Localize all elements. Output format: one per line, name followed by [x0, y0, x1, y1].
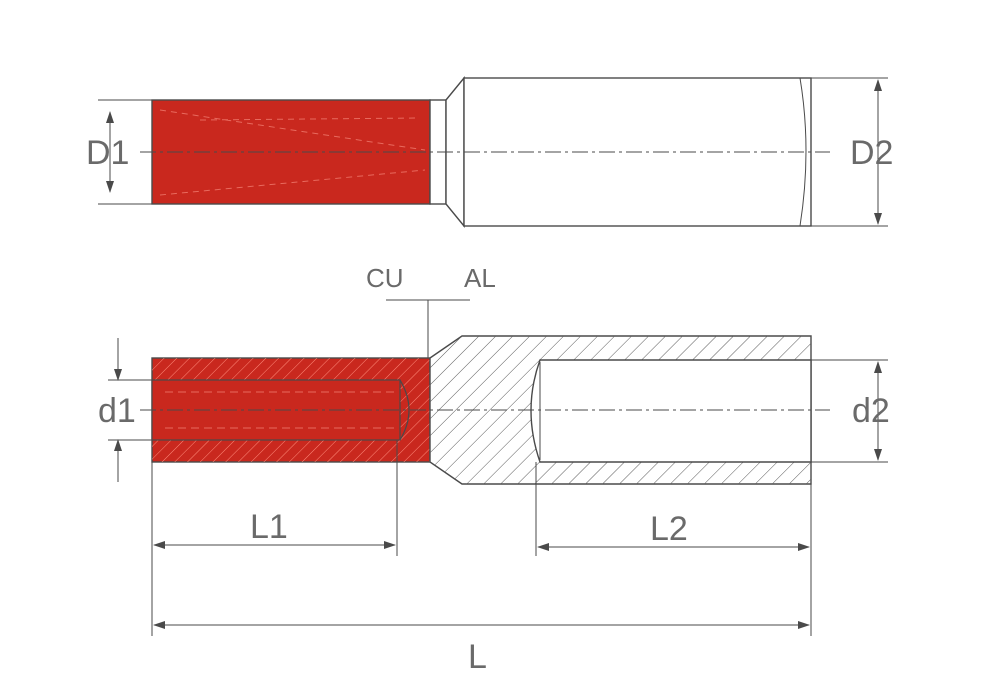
section-view: CU AL d1 d2 L1	[98, 263, 890, 676]
label-L1: L1	[250, 508, 288, 546]
label-D1: D1	[86, 134, 129, 172]
label-D2: D2	[850, 134, 893, 172]
label-L: L	[468, 638, 487, 676]
aluminum-bore	[530, 359, 812, 463]
label-d1: d1	[98, 392, 136, 430]
label-AL: AL	[464, 263, 496, 293]
label-CU: CU	[366, 263, 404, 293]
copper-texture	[159, 109, 426, 196]
label-L2: L2	[650, 510, 688, 548]
exterior-view: D1 D2	[86, 76, 893, 228]
label-d2: d2	[852, 392, 890, 430]
